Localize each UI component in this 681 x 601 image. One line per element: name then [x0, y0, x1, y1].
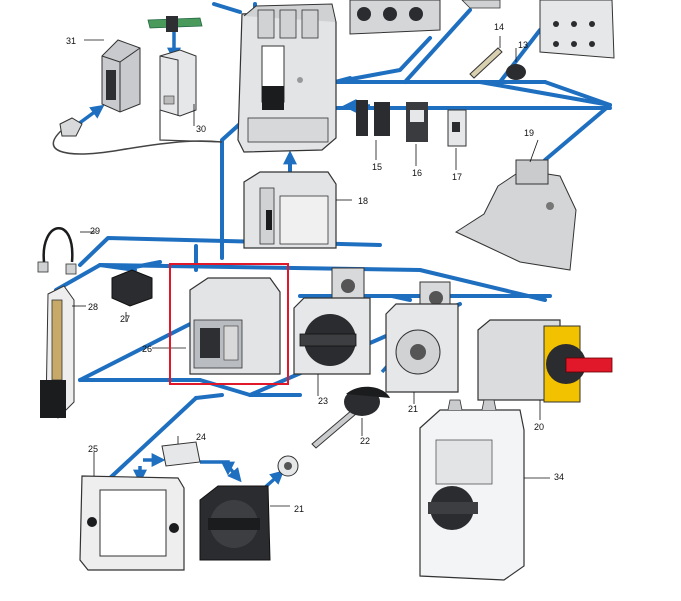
label-15: 15 — [372, 162, 383, 172]
highlight-box — [169, 263, 289, 385]
cap-13 — [506, 64, 526, 80]
cover-24 — [161, 441, 201, 467]
main-circuit-breaker — [237, 3, 337, 153]
label-21-upper: 21 — [408, 404, 419, 414]
mounting-bracket-19 — [454, 159, 577, 271]
label-26: 26 — [142, 344, 153, 354]
switch-20 — [477, 319, 613, 403]
panel-top-right — [539, 0, 615, 59]
clip-27 — [111, 269, 153, 307]
handle-bracket-28 — [40, 285, 75, 419]
label-19: 19 — [524, 128, 535, 138]
label-28: 28 — [88, 302, 99, 312]
label-29: 29 — [90, 226, 101, 236]
label-21-lower: 21 — [294, 504, 305, 514]
breaker-18 — [243, 171, 337, 249]
rotary-switch-23 — [293, 267, 371, 375]
label-13: 13 — [518, 40, 529, 50]
label-18: 18 — [358, 196, 369, 206]
cable-sensor — [52, 110, 223, 155]
label-24: 24 — [196, 432, 207, 442]
label-23: 23 — [318, 396, 329, 406]
leader-lines — [72, 36, 550, 507]
label-34: 34 — [554, 472, 565, 482]
label-31: 31 — [66, 36, 77, 46]
bus-connector — [147, 16, 203, 32]
front-frame-25 — [79, 475, 185, 571]
terminal-block — [349, 0, 441, 35]
label-30: 30 — [196, 124, 207, 134]
rotary-switch-21-upper — [385, 281, 459, 393]
label-14: 14 — [494, 22, 505, 32]
cable-29 — [37, 227, 77, 275]
pin-14 — [469, 47, 503, 79]
label-27: 27 — [120, 314, 131, 324]
breaker-26 — [189, 277, 281, 375]
module-31 — [101, 39, 141, 113]
enclosure-34 — [419, 399, 525, 581]
label-25: 25 — [88, 444, 99, 454]
label-17: 17 — [452, 172, 463, 182]
rotary-handle-21-lower — [199, 485, 271, 561]
shaft-22 — [311, 386, 390, 449]
label-16: 16 — [412, 168, 423, 178]
aux-contacts — [356, 100, 467, 147]
power-supply-30 — [159, 49, 197, 117]
label-22: 22 — [360, 436, 371, 446]
label-20: 20 — [534, 422, 545, 432]
knob — [277, 455, 299, 477]
top-bracket — [461, 0, 501, 9]
